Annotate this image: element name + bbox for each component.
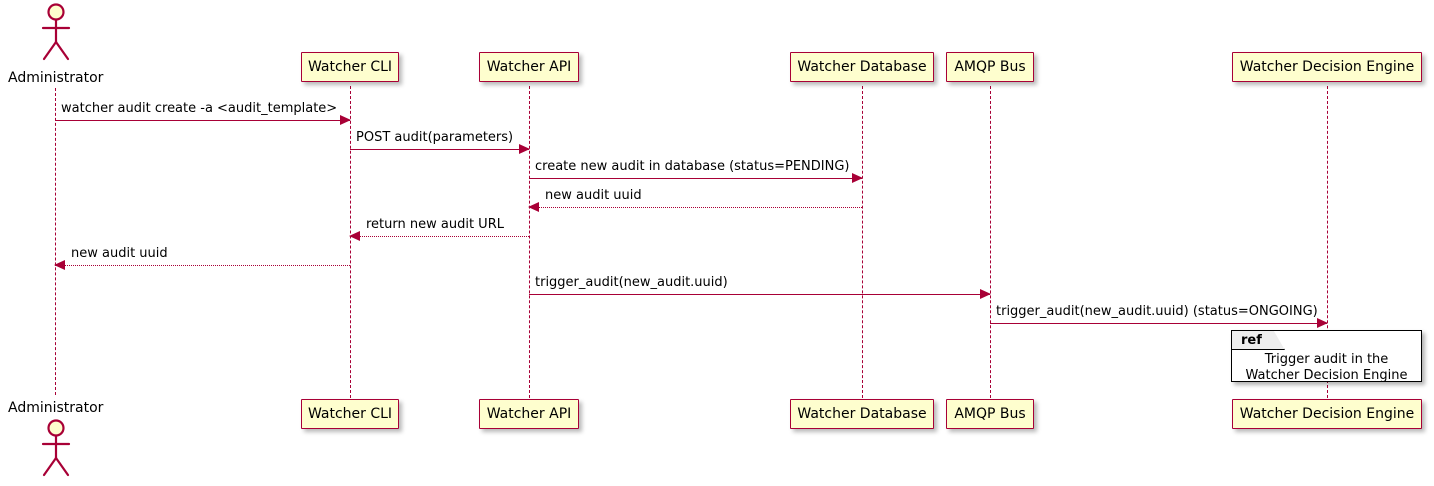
message-label: watcher audit create -a <audit_template>	[61, 101, 338, 116]
arrowhead-right-icon	[340, 115, 351, 125]
actor-label-administrator-bottom: Administrator	[8, 400, 104, 416]
arrowhead-left-icon	[528, 202, 539, 212]
arrowhead-right-icon	[519, 144, 530, 154]
actor-label-administrator-top: Administrator	[8, 70, 104, 86]
lifeline-watcher-api	[529, 86, 530, 398]
ref-fragment-tag-label: ref	[1241, 332, 1262, 348]
lifeline-administrator	[55, 88, 56, 395]
arrowhead-right-icon	[1317, 318, 1328, 328]
lifeline-watcher-cli	[350, 86, 351, 398]
lifeline-watcher-decision-engine	[1327, 86, 1328, 398]
participant-label-amqp-bus-top: AMQP Bus	[954, 59, 1026, 75]
participant-label-watcher-cli-bottom: Watcher CLI	[307, 406, 393, 422]
participant-label-watcher-database-top: Watcher Database	[797, 59, 927, 75]
participant-watcher-decision-engine-bottom[interactable]: Watcher Decision Engine	[1232, 399, 1422, 429]
participant-amqp-bus-top[interactable]: AMQP Bus	[946, 52, 1034, 82]
actor-stick-figure-icon	[41, 419, 71, 477]
participant-watcher-cli-top[interactable]: Watcher CLI	[301, 52, 399, 82]
message-label: POST audit(parameters)	[356, 130, 514, 145]
participant-label-watcher-decision-engine-top: Watcher Decision Engine	[1239, 59, 1415, 75]
actor-administrator-top	[33, 2, 79, 64]
message-line	[55, 120, 350, 121]
message-label: trigger_audit(new_audit.uuid)	[535, 275, 728, 290]
message-line	[529, 294, 990, 295]
participant-watcher-cli-bottom[interactable]: Watcher CLI	[301, 399, 399, 429]
arrowhead-left-icon	[349, 231, 360, 241]
actor-administrator-bottom	[33, 418, 79, 480]
participant-watcher-api-bottom[interactable]: Watcher API	[479, 399, 579, 429]
participant-watcher-database-top[interactable]: Watcher Database	[790, 52, 934, 82]
message-line	[350, 149, 529, 150]
lifeline-watcher-database	[862, 86, 863, 398]
participant-watcher-decision-engine-top[interactable]: Watcher Decision Engine	[1232, 52, 1422, 82]
ref-fragment[interactable]: ref Trigger audit in the Watcher Decisio…	[1231, 330, 1422, 384]
ref-fragment-body: Trigger audit in the Watcher Decision En…	[1232, 352, 1421, 384]
ref-fragment-line-1: Trigger audit in the	[1264, 352, 1389, 367]
ref-fragment-line-2: Watcher Decision Engine	[1245, 368, 1408, 383]
message-label: new audit uuid	[545, 188, 642, 203]
actor-stick-figure-icon	[41, 3, 71, 61]
participant-label-watcher-cli-top: Watcher CLI	[307, 59, 393, 75]
arrowhead-left-icon	[54, 260, 65, 270]
arrowhead-right-icon	[852, 173, 863, 183]
participant-label-watcher-api-bottom: Watcher API	[486, 406, 572, 422]
message-label: return new audit URL	[366, 217, 504, 232]
message-line	[529, 178, 862, 179]
participant-label-watcher-api-top: Watcher API	[486, 59, 572, 75]
ref-fragment-tag: ref	[1232, 331, 1285, 350]
message-line	[529, 207, 862, 208]
message-line	[350, 236, 529, 237]
message-label: create new audit in database (status=PEN…	[535, 159, 850, 174]
participant-label-amqp-bus-bottom: AMQP Bus	[954, 406, 1026, 422]
lifeline-amqp-bus	[990, 86, 991, 398]
message-label: trigger_audit(new_audit.uuid) (status=ON…	[996, 304, 1318, 319]
participant-amqp-bus-bottom[interactable]: AMQP Bus	[946, 399, 1034, 429]
participant-watcher-api-top[interactable]: Watcher API	[479, 52, 579, 82]
message-line	[990, 323, 1327, 324]
message-label: new audit uuid	[71, 246, 168, 261]
participant-label-watcher-database-bottom: Watcher Database	[797, 406, 927, 422]
arrowhead-right-icon	[980, 289, 991, 299]
message-line	[55, 265, 350, 266]
participant-label-watcher-decision-engine-bottom: Watcher Decision Engine	[1239, 406, 1415, 422]
participant-watcher-database-bottom[interactable]: Watcher Database	[790, 399, 934, 429]
